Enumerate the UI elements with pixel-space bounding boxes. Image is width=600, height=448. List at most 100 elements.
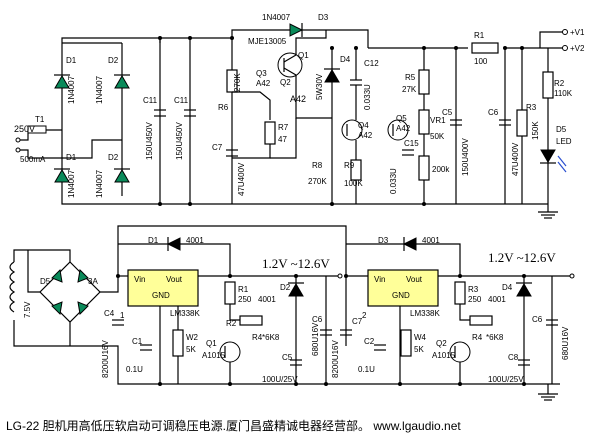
ic2-gnd: GND: [392, 291, 410, 300]
junction-dot: [422, 202, 426, 206]
ic1-gnd: GND: [152, 291, 170, 300]
label-d1a: D1: [66, 56, 77, 65]
value-r5: 27K: [402, 85, 417, 94]
wire: [27, 250, 40, 293]
resistor-r3-ch2: [454, 281, 466, 305]
transformer-voltage: 7.5V: [23, 301, 32, 318]
led-light-arrow: [557, 161, 567, 173]
label-r4-ch1: R4: [252, 333, 263, 342]
label-r1-ch1: R1: [238, 285, 249, 294]
ic1-vin: Vin: [134, 275, 145, 284]
label-c4: C4: [104, 309, 115, 318]
bridge-rating: 3A: [88, 277, 98, 286]
junction-dot: [188, 36, 192, 40]
part-d4-ch2: 4001: [488, 295, 506, 304]
zener-d4: [324, 69, 340, 83]
part-q2: A42: [290, 94, 306, 104]
value-c7: 47U400V: [237, 162, 246, 196]
wire: [18, 139, 122, 159]
value-c7-ch2: 8200U16V: [331, 340, 340, 378]
ic1-number: 1: [120, 311, 125, 320]
transistor-lead: [283, 54, 297, 63]
part-d1b: 1N4007: [67, 169, 76, 198]
label-q1: Q1: [298, 51, 309, 60]
ic2-part: LM338K: [410, 309, 440, 318]
diode-d2-bottom: [114, 169, 130, 183]
label-c2: C2: [364, 337, 375, 346]
wire: [13, 320, 100, 347]
junction-dot: [294, 382, 298, 386]
label-q3: Q3: [256, 69, 267, 78]
value-c11a: 150U450V: [145, 122, 154, 160]
value-c6-ch1: 680U16V: [311, 322, 320, 356]
value-c5: 150U400V: [461, 138, 470, 176]
wire: [232, 91, 271, 120]
bridge-rectifier: [39, 261, 101, 323]
diode-d3: [289, 23, 304, 37]
caption-text: LG-22 胆机用高低压软启动可调稳压电源.厦门昌盛精诚电器经营部。 www.l…: [6, 418, 461, 433]
junction-dot: [458, 382, 462, 386]
wire: [13, 249, 28, 262]
junction-dot: [228, 382, 232, 386]
part-d2-ch1: 4001: [258, 295, 276, 304]
label-w4: W4: [414, 333, 427, 342]
wire: [438, 270, 461, 277]
junction-dot: [458, 274, 462, 278]
value-r1-ch1: 250: [238, 295, 252, 304]
bridge-diode: [51, 268, 63, 283]
resistor-r4-ch1: [239, 315, 263, 326]
junction-dot: [398, 382, 402, 386]
value-c1: 0.1U: [126, 365, 143, 374]
part-d2a: 1N4007: [95, 75, 104, 104]
wire: [326, 29, 369, 48]
label-w2: W2: [186, 333, 199, 342]
label-c5-ch1: C5: [282, 353, 293, 362]
label-r9: R9: [344, 161, 355, 170]
label-c5: C5: [442, 108, 453, 117]
junction-dot: [158, 36, 162, 40]
wire: [117, 225, 347, 268]
part-d2b: 1N4007: [95, 169, 104, 198]
value-r4-ch1: *6K8: [262, 333, 280, 342]
wire: [539, 31, 565, 48]
label-r7: R7: [278, 123, 289, 132]
label-r2: R2: [554, 79, 565, 88]
label-c7-ch2: C7: [352, 317, 363, 326]
ic2-number: 2: [362, 311, 367, 320]
label-c1: C1: [132, 337, 143, 346]
junction-dot: [344, 274, 348, 278]
label-c12: C12: [364, 59, 379, 68]
label-c6-ch2: C6: [532, 315, 543, 324]
label-d4: D4: [340, 55, 351, 64]
value-r4-ch2: *6K8: [486, 333, 504, 342]
part-q3: A42: [256, 79, 271, 88]
junction-dot: [188, 202, 192, 206]
junction-dot: [454, 46, 458, 50]
junction-dot: [330, 202, 334, 206]
label-d5: D5: [556, 125, 567, 134]
resistor-r5: [418, 69, 430, 95]
led-light-arrow: [557, 155, 567, 167]
diode-d1-top: [54, 75, 70, 89]
label-r8: R8: [312, 161, 323, 170]
fuse-rating: 500mA: [20, 155, 46, 164]
junction-dot: [116, 274, 120, 278]
value-200k: 200k: [432, 165, 450, 174]
value-r8: 270K: [308, 177, 327, 186]
output-terminal: [562, 29, 568, 35]
junction-dot: [324, 382, 328, 386]
value-w2: 5K: [186, 345, 196, 354]
label-d2b: D2: [108, 153, 119, 162]
label-r3-ch2: R3: [468, 285, 479, 294]
value-c12: 0.033U: [363, 84, 372, 110]
part-q1: MJE13005: [248, 37, 287, 46]
junction-dot: [422, 46, 426, 50]
range-ch1: 1.2V ~12.6V: [262, 256, 330, 271]
output-label-v1: +V1: [570, 28, 585, 37]
label-q2: Q2: [280, 78, 291, 87]
value-w4: 5K: [414, 345, 424, 354]
label-q5: Q5: [396, 114, 407, 123]
value-r2: 110K: [554, 89, 573, 98]
